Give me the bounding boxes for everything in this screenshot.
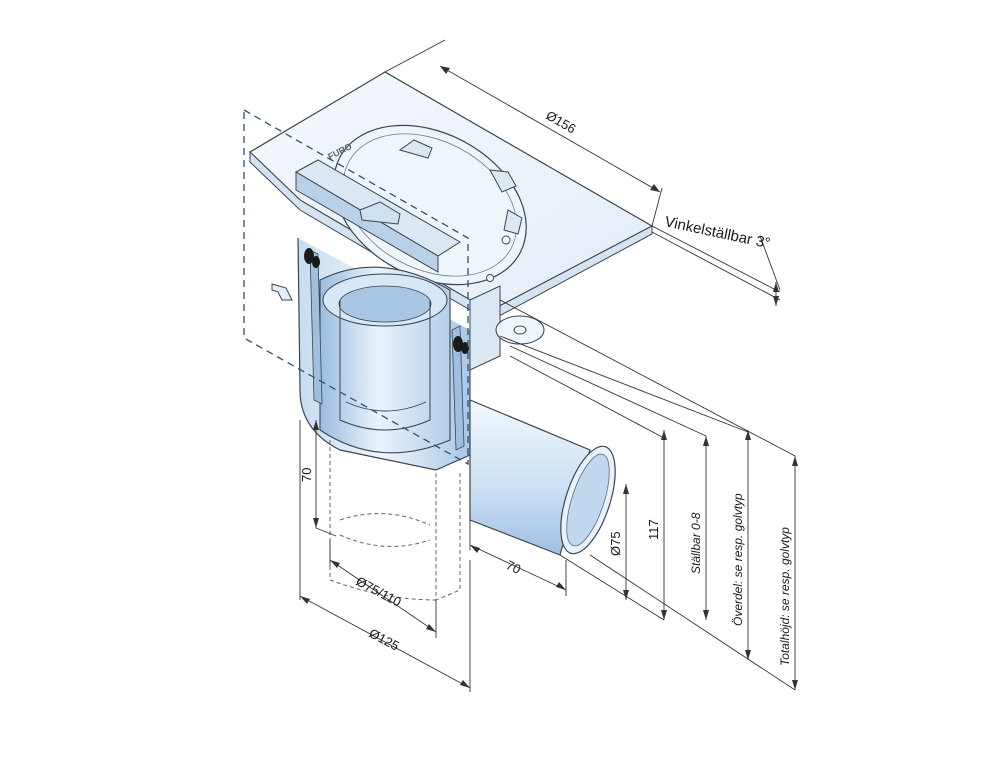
- label-total-height: Totalhöjd: se resp. golvtyp: [778, 527, 792, 666]
- label-outlet-diameter: Ø75: [608, 531, 623, 556]
- label-drop-length: 70: [299, 468, 314, 482]
- bottom-outlet: [329, 440, 461, 601]
- label-upper-part: Överdel: se resp. golvtyp: [731, 493, 745, 626]
- grate-frame: [294, 159, 461, 273]
- drain-body: [271, 237, 545, 471]
- label-inner-diameter: Ø75/110: [354, 573, 404, 609]
- section-frame: [243, 108, 469, 466]
- top-flange: FURO: [249, 71, 654, 323]
- label-outer-diameter: Ø125: [367, 625, 402, 653]
- label-outlet-length: 70: [504, 557, 524, 577]
- label-height-117: 117: [646, 519, 661, 540]
- label-adjustable: Ställbar 0-8: [689, 512, 703, 574]
- dimension-arrows: [300, 66, 798, 690]
- dimension-lines: [299, 39, 796, 692]
- label-top-diameter: Ø156: [544, 108, 579, 137]
- outlet-pipe: [469, 399, 616, 556]
